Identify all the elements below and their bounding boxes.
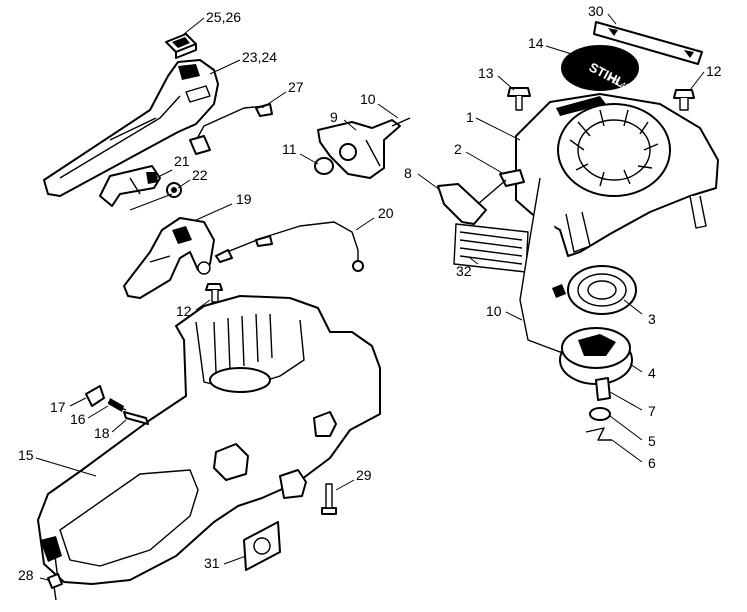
- callout-21: 21: [174, 153, 190, 169]
- part-spring-16: [107, 398, 127, 412]
- part-spring-22: [166, 182, 182, 198]
- part-cap-25-26: [165, 33, 197, 59]
- leader-lines: [35, 13, 705, 581]
- callout-10-right: 10: [486, 303, 502, 319]
- callout-3: 3: [648, 311, 656, 327]
- callout-16: 16: [70, 411, 86, 427]
- part-screw-12-left: [205, 283, 223, 303]
- callout-8: 8: [404, 165, 412, 181]
- callout-28: 28: [18, 567, 34, 583]
- callout-2: 2: [454, 141, 462, 157]
- part-grip-9: [317, 119, 401, 179]
- callout-30: 30: [588, 3, 604, 19]
- callout-11: 11: [282, 141, 297, 157]
- callout-29: 29: [356, 467, 372, 483]
- part-trigger-19: [123, 217, 215, 299]
- part-handle-23-24: [43, 59, 219, 197]
- callout-labels: 25,26 23,24 27 10 9 11 21 22 19 20 12 17…: [18, 3, 722, 583]
- part-fan-housing-1: [515, 93, 719, 257]
- part-screw-29: [321, 483, 337, 515]
- part-label-30: [593, 21, 703, 65]
- callout-25-26: 25,26: [206, 9, 241, 25]
- callout-27: 27: [288, 79, 304, 95]
- callout-17: 17: [50, 399, 66, 415]
- part-decal-14: STIHL HS 45: [561, 45, 639, 92]
- callout-31: 31: [204, 555, 220, 571]
- part-housing-15: [37, 295, 381, 585]
- callout-1: 1: [466, 109, 474, 125]
- part-bushing-17: [85, 385, 105, 407]
- callout-9: 9: [330, 109, 338, 125]
- callout-10-top: 10: [360, 91, 376, 107]
- part-rope-rotor-4: [559, 327, 633, 385]
- callout-14: 14: [528, 35, 544, 51]
- callout-13: 13: [478, 65, 494, 81]
- part-clip-21: [99, 165, 161, 207]
- part-rewind-spring-3: [552, 265, 637, 315]
- part-screw-12-right: [673, 89, 695, 111]
- callout-7: 7: [648, 403, 656, 419]
- part-clip-6: [585, 427, 612, 441]
- callout-19: 19: [236, 191, 252, 207]
- part-screw-28: [47, 573, 63, 601]
- part-washer-5: [589, 407, 611, 421]
- callout-22: 22: [192, 167, 208, 183]
- callout-18: 18: [94, 425, 110, 441]
- part-pawl-7: [595, 377, 611, 401]
- part-rope-guide-2: [499, 169, 525, 187]
- part-cap-11: [314, 157, 334, 175]
- part-screw-13: [507, 87, 531, 111]
- part-warning-label-31: [243, 521, 281, 571]
- callout-4: 4: [648, 365, 656, 381]
- callout-23-24: 23,24: [242, 49, 277, 65]
- callout-20: 20: [378, 205, 394, 221]
- part-cable-20: [215, 221, 364, 272]
- part-cord-10-top: [391, 117, 411, 127]
- callout-32: 32: [456, 263, 472, 279]
- callout-12-left: 12: [176, 303, 192, 319]
- callout-5: 5: [648, 433, 656, 449]
- callout-12-right: 12: [706, 63, 722, 79]
- callout-15: 15: [18, 447, 34, 463]
- part-pin-18: [123, 411, 149, 425]
- callout-6: 6: [648, 455, 656, 471]
- part-starter-handle-8: [437, 179, 507, 225]
